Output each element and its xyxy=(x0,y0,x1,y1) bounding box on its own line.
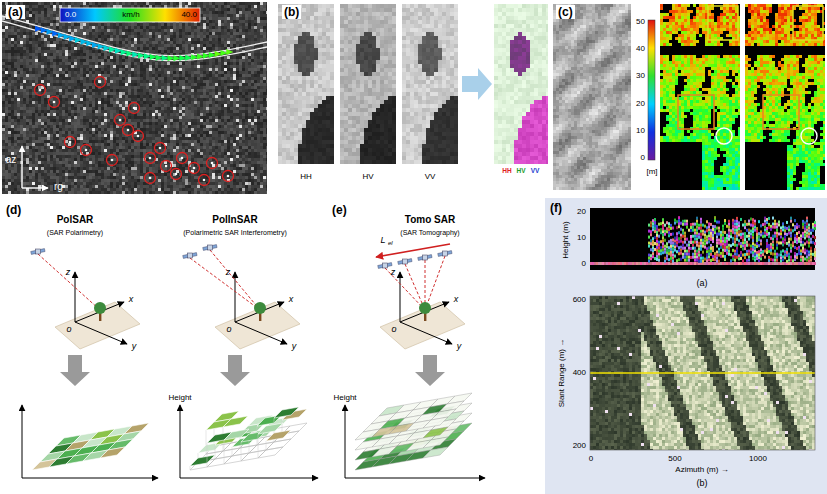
figure: (a)0.0km/h40.0azrg(b)HHHVVVHHHVVV(c)5040… xyxy=(0,0,827,494)
